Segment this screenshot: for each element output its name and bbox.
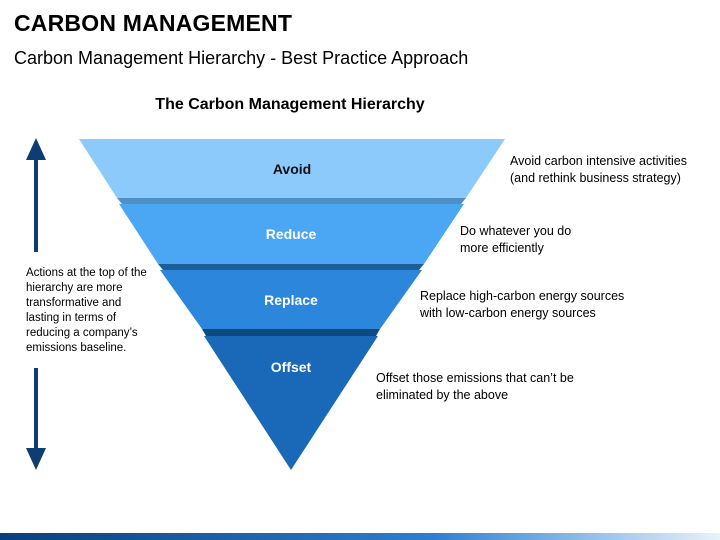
level-replace: Replace xyxy=(160,270,422,336)
level-avoid: Avoid xyxy=(79,139,505,204)
diagram-title: The Carbon Management Hierarchy xyxy=(155,96,425,113)
side-note: Actions at the top of the hierarchy are … xyxy=(26,267,147,354)
bottom-accent-bar xyxy=(0,533,720,540)
level-reduce-band xyxy=(119,204,464,264)
arrow-up-icon xyxy=(26,138,46,252)
arrow-down-icon xyxy=(26,368,46,470)
level-reduce-description: Do whatever you do more efficiently xyxy=(460,224,572,255)
level-offset-description: Offset those emissions that can’t be eli… xyxy=(376,371,574,402)
level-offset-band xyxy=(204,336,378,470)
level-avoid-band xyxy=(79,139,505,198)
level-offset: Offset xyxy=(204,336,378,470)
level-replace-shadow xyxy=(202,329,380,336)
level-replace-label: Replace xyxy=(264,292,318,308)
level-reduce-shadow xyxy=(158,264,424,270)
page-subtitle: Carbon Management Hierarchy - Best Pract… xyxy=(14,48,469,68)
level-reduce-label: Reduce xyxy=(266,226,317,242)
level-reduce: Reduce xyxy=(119,204,464,270)
page-title: CARBON MANAGEMENT xyxy=(14,10,293,36)
level-replace-band xyxy=(160,270,422,329)
level-avoid-shadow xyxy=(117,198,466,204)
level-avoid-description: Avoid carbon intensive activities (and r… xyxy=(510,154,687,185)
level-replace-description: Replace high-carbon energy sources with … xyxy=(420,289,625,320)
level-avoid-label: Avoid xyxy=(273,161,311,177)
level-offset-label: Offset xyxy=(271,359,312,375)
